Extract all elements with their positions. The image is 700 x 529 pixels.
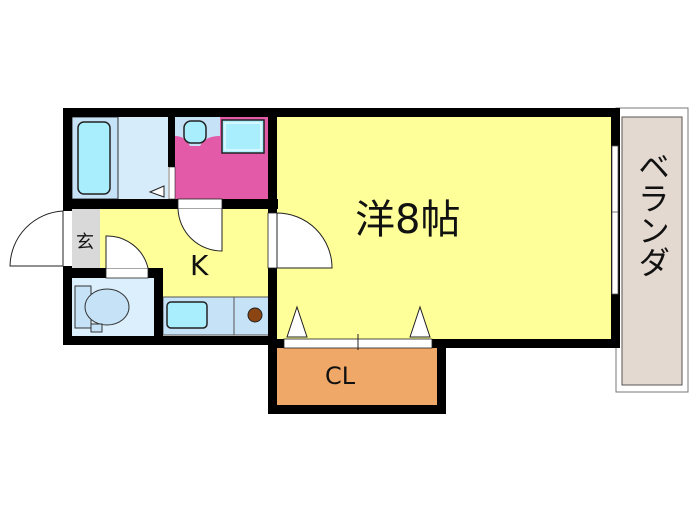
stove-icon [247, 307, 263, 323]
doors [9, 145, 619, 350]
genkan-label: 玄 [76, 232, 94, 253]
closet-label: CL [325, 362, 356, 390]
western-room [277, 117, 611, 339]
toilet-room [72, 278, 154, 336]
closet [277, 348, 437, 405]
genkan [72, 209, 100, 269]
veranda [615, 107, 689, 393]
washbasin-icon [183, 120, 207, 144]
kitchen-label: K [190, 249, 209, 282]
toilet-icon [84, 288, 130, 326]
bathtub-icon [77, 121, 111, 195]
bathroom [71, 116, 168, 200]
sink-icon [166, 301, 208, 329]
western-room-label: 洋8帖 [355, 197, 461, 243]
washing-machine-icon [221, 119, 265, 154]
wash-room [175, 117, 270, 199]
veranda-label: ベランダ [633, 150, 671, 278]
